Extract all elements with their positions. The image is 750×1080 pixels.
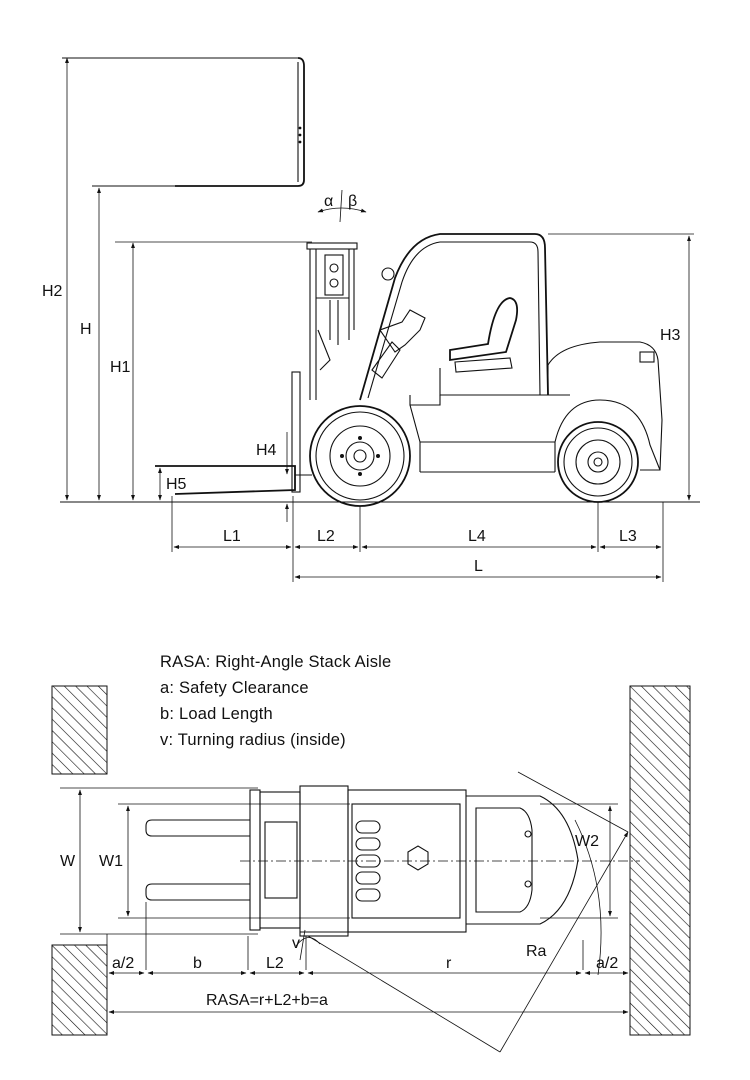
legend-b: b: Load Length bbox=[160, 705, 273, 723]
dim-w-label: W bbox=[60, 853, 76, 870]
dim-h5: H5 bbox=[158, 467, 187, 501]
dim-v-label: v bbox=[292, 935, 300, 952]
top-forks bbox=[145, 789, 261, 931]
dim-w1-label: W1 bbox=[99, 853, 123, 870]
overhead-guard bbox=[359, 233, 549, 401]
dim-l4-label: L4 bbox=[468, 528, 486, 545]
dim-w2: W2 bbox=[540, 803, 618, 919]
dim-w2-label: W2 bbox=[575, 833, 599, 850]
dim-rasa-formula-label: RASA=r+L2+b=a bbox=[206, 992, 328, 1009]
legend-a: a: Safety Clearance bbox=[160, 679, 309, 697]
dim-h4-label: H4 bbox=[256, 442, 277, 459]
dim-w: W bbox=[60, 789, 82, 933]
wall-bottom-left bbox=[51, 944, 108, 1036]
dim-chain-l: L1 L2 L4 L3 L bbox=[171, 496, 664, 582]
dim-h2: H2 bbox=[42, 57, 69, 501]
alpha-label: α bbox=[324, 193, 333, 210]
wall-right bbox=[629, 685, 691, 1036]
dim-a-half-right-label: a/2 bbox=[596, 955, 618, 972]
dim-h5-label: H5 bbox=[166, 476, 187, 493]
dim-chain-rasa: a/2 b L2 r a/2 RASA=r+L2+b=a bbox=[108, 902, 629, 1014]
dim-b-label: b bbox=[193, 955, 202, 972]
legend-rasa: RASA: Right-Angle Stack Aisle bbox=[160, 653, 391, 671]
dim-r-label: r bbox=[446, 955, 452, 972]
steering-and-seat bbox=[371, 297, 519, 379]
tilt-angles: α β bbox=[317, 189, 367, 223]
truck-body bbox=[409, 341, 663, 473]
top-view: W W1 W2 Ra v bbox=[51, 685, 691, 1053]
dim-l2-label: L2 bbox=[317, 528, 335, 545]
dim-ra: Ra bbox=[499, 771, 629, 1053]
dim-h2-label: H2 bbox=[42, 283, 63, 300]
dim-h1: H1 bbox=[110, 241, 312, 501]
rear-wheel bbox=[557, 421, 639, 503]
wall-top-left bbox=[51, 685, 108, 775]
dim-l-label: L bbox=[474, 558, 483, 575]
dim-l2-top-label: L2 bbox=[266, 955, 284, 972]
dim-h: H bbox=[80, 187, 101, 501]
dim-h-label: H bbox=[80, 321, 92, 338]
dim-w1: W1 bbox=[99, 803, 350, 919]
dim-h3-label: H3 bbox=[660, 327, 681, 344]
raised-fork bbox=[62, 57, 305, 187]
front-wheel bbox=[309, 405, 411, 507]
dim-a-half-left-label: a/2 bbox=[112, 955, 134, 972]
legend: RASA: Right-Angle Stack Aisle a: Safety … bbox=[160, 653, 391, 749]
beta-label: β bbox=[348, 193, 357, 210]
legend-v: v: Turning radius (inside) bbox=[160, 731, 346, 749]
dim-l3-label: L3 bbox=[619, 528, 637, 545]
dim-v: v bbox=[292, 929, 501, 1053]
dim-ra-label: Ra bbox=[526, 943, 547, 960]
dim-h1-label: H1 bbox=[110, 359, 131, 376]
dim-h3: H3 bbox=[548, 233, 694, 503]
lowered-fork bbox=[155, 371, 312, 495]
mast bbox=[306, 242, 358, 400]
side-view: H2 H H1 bbox=[42, 57, 700, 582]
dim-h4: H4 bbox=[256, 432, 289, 522]
dim-l1-label: L1 bbox=[223, 528, 241, 545]
